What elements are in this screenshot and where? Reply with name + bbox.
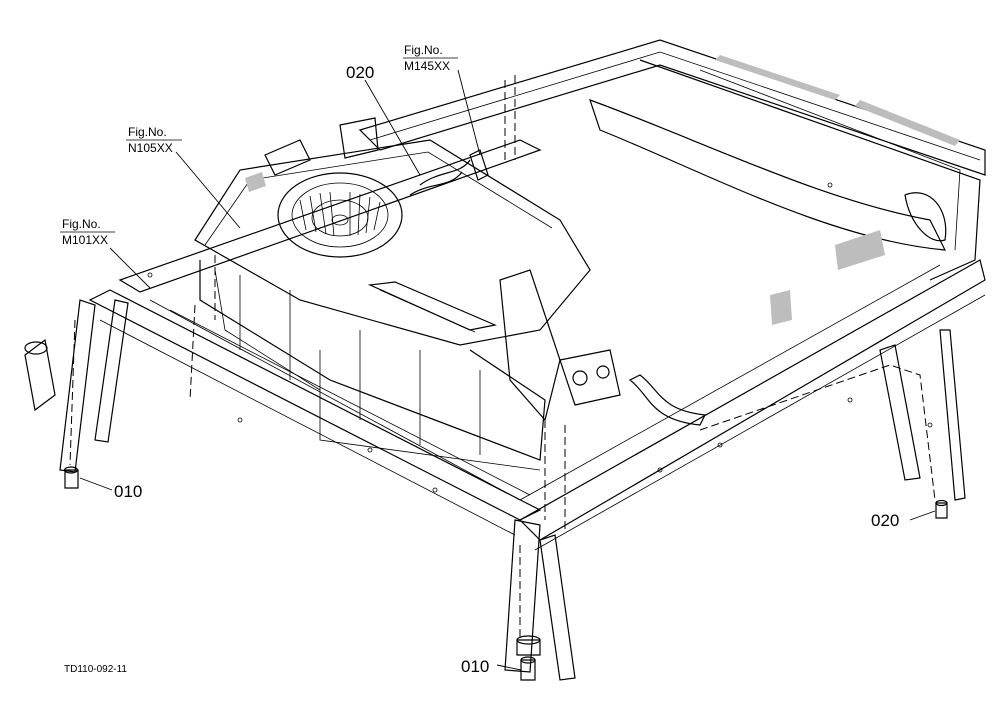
hose-lines [69,75,936,640]
callout-020-right: 020 [871,511,899,530]
leader-lines [60,57,936,671]
callout-020-top: 020 [346,63,374,82]
callout-010-bottom: 010 [461,657,489,676]
cab-roof-frame [358,39,986,325]
drawing-id: TD110-092-11 [64,664,127,675]
cab-base-frame [24,139,986,681]
figref-m101-line2: M101XX [62,233,108,247]
drain-pipe-ends [63,466,948,681]
figref-m101-line1: Fig.No. [62,217,101,231]
blower-unit-assembly [194,117,621,471]
figref-m145-line2: M145XX [404,59,450,73]
callout-010-left: 010 [114,482,142,501]
figref-n105-line1: Fig.No. [128,125,167,139]
figref-n105-line2: N105XX [128,141,173,155]
figref-m145-line1: Fig.No. [404,43,443,57]
